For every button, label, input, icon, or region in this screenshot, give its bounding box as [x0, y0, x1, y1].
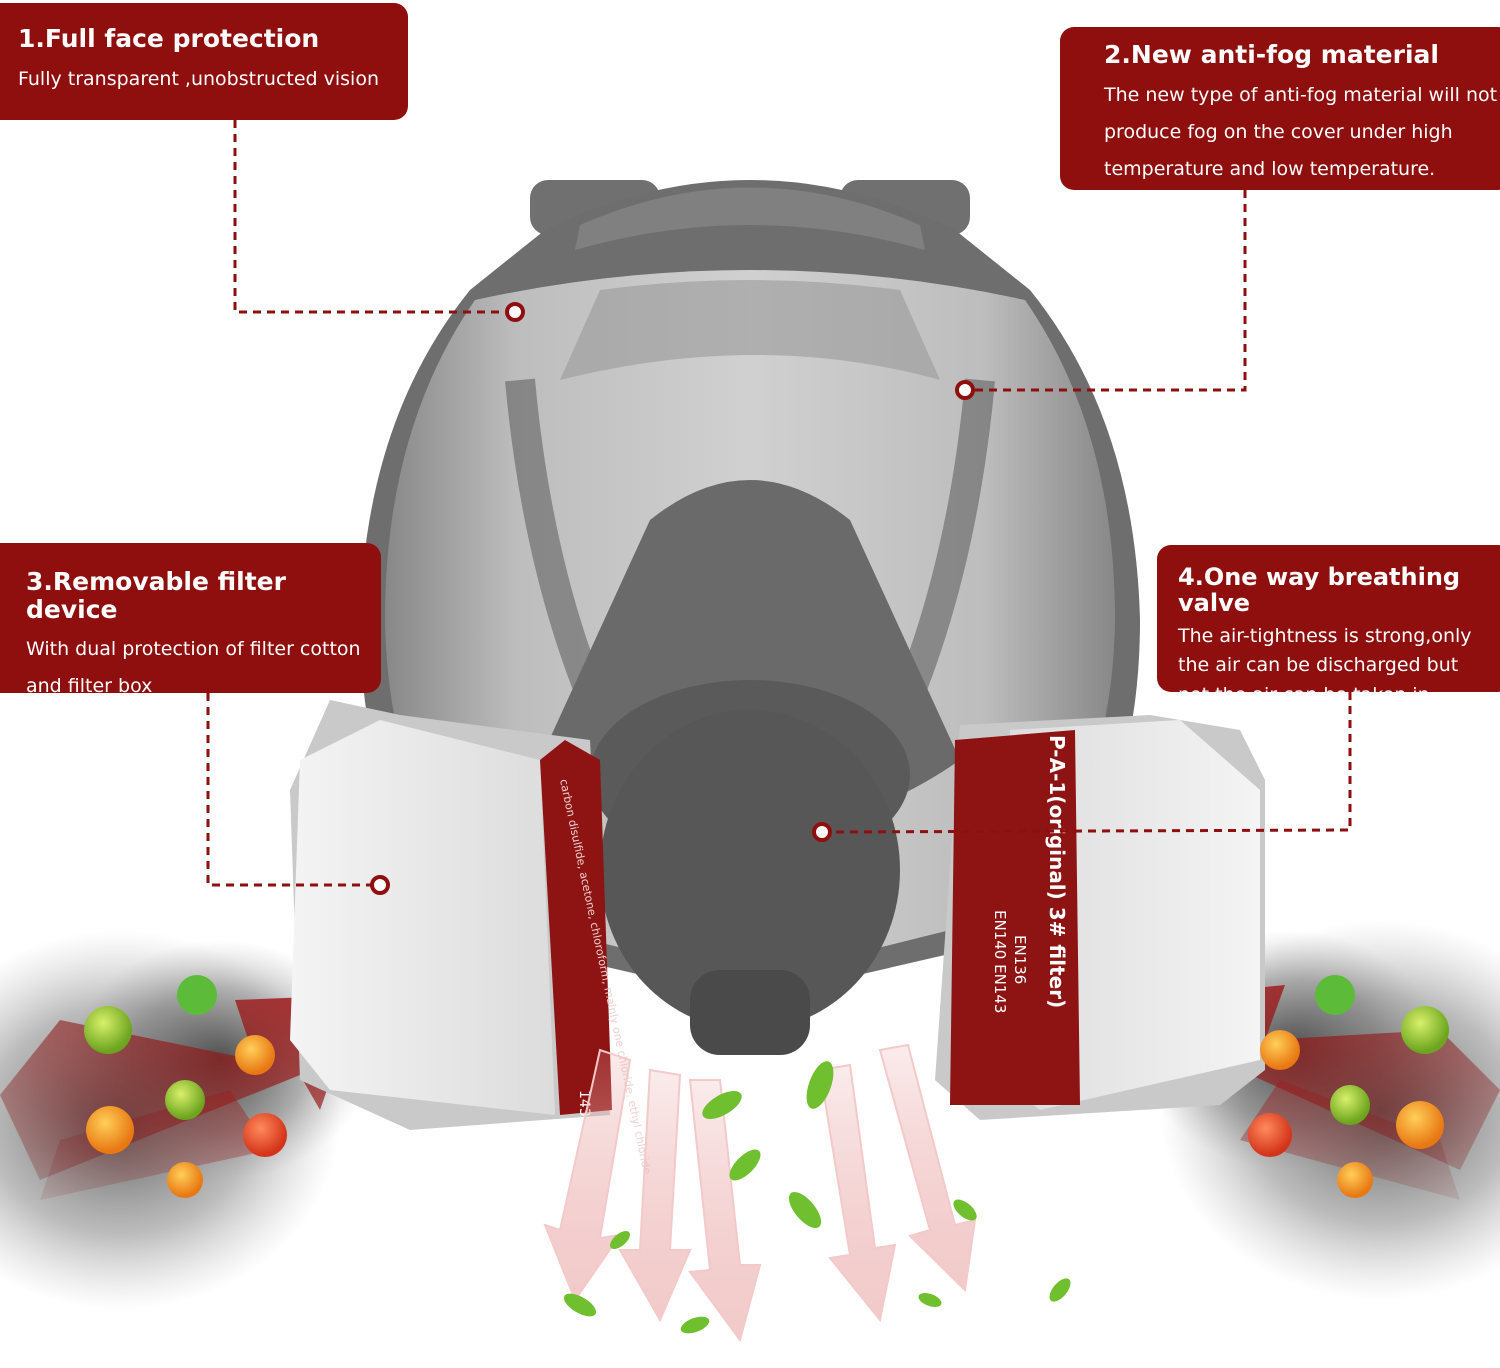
callout-title: 3.Removable filter device [26, 567, 286, 624]
callout-description-line: Fully transparent ,unobstructed vision [18, 67, 379, 90]
callout-full-face-protection: 1.Full face protection Fully transparent… [0, 3, 408, 120]
leaf-icon [563, 1061, 1071, 1334]
callout-description-line: and filter box [26, 675, 153, 697]
germ-icon [1248, 975, 1449, 1198]
callout-description-line: The air-tightness is strong,only [1178, 624, 1472, 647]
callout-description-line: With dual protection of filter cotton [26, 638, 361, 660]
callout-description-line: temperature and low temperature. [1104, 157, 1436, 180]
callout-description-line: the air can be discharged but [1178, 654, 1459, 677]
filter-cartridge-right: P-A-1(original) 3# filter) EN140 EN143 E… [935, 715, 1265, 1120]
callout-description: With dual protection of filter cotton an… [26, 631, 371, 705]
leader-lines [206, 120, 1352, 887]
germ-icon [84, 975, 287, 1198]
right-filter-label: P-A-1(original) 3# filter) [1045, 735, 1069, 1008]
right-filter-standard-1: EN140 EN143 [991, 910, 1009, 1013]
callout-breathing-valve: 4.One way breathing valve The air-tightn… [1157, 545, 1500, 706]
callout-description-line: produce fog on the cover under high [1104, 120, 1453, 143]
callout-removable-filter: 3.Removable filter device With dual prot… [0, 543, 381, 697]
exhalation-valve [590, 680, 910, 1055]
callout-markers [370, 302, 975, 895]
callout-description: The new type of anti-fog material will n… [1104, 77, 1498, 188]
callout-anti-fog-material: 2.New anti-fog material The new type of … [1060, 27, 1500, 190]
callout-title: 4.One way breathing valve [1178, 563, 1461, 618]
air-flow-arrow-icon [543, 1043, 977, 1343]
callout-description-line: not the air can be taken in [1178, 683, 1430, 706]
callout-description: The air-tightness is strong,only the air… [1178, 622, 1500, 711]
right-filter-standard-2: EN136 [1011, 935, 1029, 984]
callout-description: Fully transparent ,unobstructed vision [18, 61, 394, 98]
callout-description-line: The new type of anti-fog material will n… [1104, 83, 1498, 106]
callout-title: 2.New anti-fog material [1104, 40, 1439, 69]
callout-title: 1.Full face protection [18, 24, 320, 53]
